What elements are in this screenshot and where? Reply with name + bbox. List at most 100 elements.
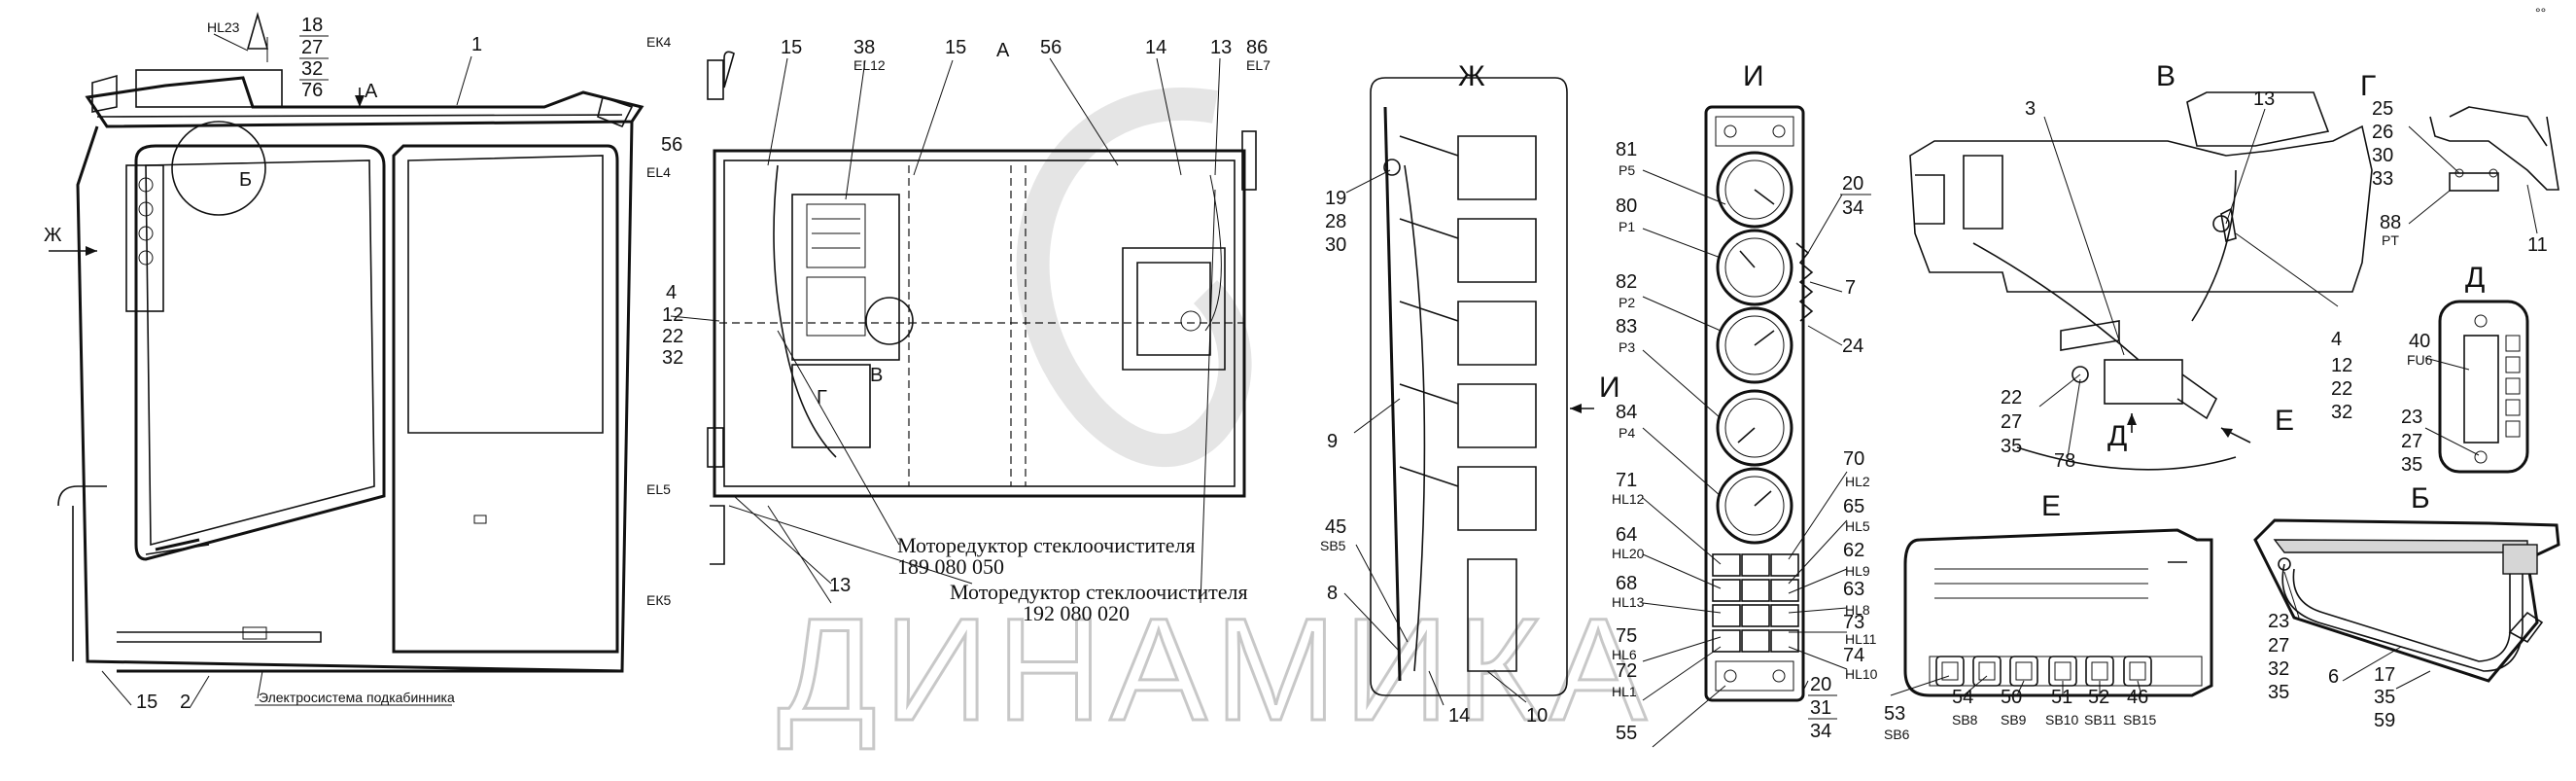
view-g-title: Г: [2360, 70, 2376, 102]
callout-20-right: 20: [1842, 173, 1863, 195]
callout-14-top: 14: [1145, 37, 1166, 58]
label-pt: PT: [2382, 232, 2399, 248]
callout-83: 83: [1616, 316, 1637, 337]
motor2-title: Моторедуктор стеклоочистителя: [950, 580, 1248, 604]
roof-beacon-housing: [135, 69, 283, 108]
callout-35-b2: 35: [2374, 687, 2395, 708]
gauge-p3: [1716, 389, 1793, 467]
callout-22: 22: [662, 326, 683, 347]
callout-30-g: 30: [2372, 145, 2393, 166]
callout-84: 84: [1616, 402, 1637, 423]
callout-18: 18: [301, 15, 323, 36]
switch-sb6: [1935, 656, 1965, 687]
callout-25: 25: [2372, 98, 2393, 120]
callout-80: 80: [1616, 195, 1637, 217]
callout-22-v: 22: [2331, 378, 2352, 400]
section-g-label: Г: [817, 387, 827, 408]
cab-side-view: [49, 12, 644, 709]
callout-64: 64: [1616, 524, 1637, 546]
callout-82: 82: [1616, 271, 1637, 293]
label-ek4: ЕК4: [646, 34, 671, 50]
label-sb9: SB9: [2001, 712, 2027, 728]
instrument-panel: [1704, 105, 1805, 702]
callout-76: 76: [301, 80, 323, 101]
callout-54: 54: [1952, 687, 1973, 708]
watermark-text: ДИНАМИКА: [778, 587, 1654, 751]
switch-sb15: [2123, 656, 2152, 687]
callout-27-v: 27: [2001, 411, 2022, 433]
watermark: ДИНАМИКА: [777, 88, 1654, 753]
callout-75: 75: [1616, 625, 1637, 647]
callout-14-zh: 14: [1448, 705, 1470, 727]
callout-53: 53: [1884, 703, 1905, 725]
callout-32b: 32: [662, 347, 683, 369]
callout-12-v: 12: [2331, 355, 2352, 376]
callout-4: 4: [666, 282, 677, 303]
callout-86: 86: [1246, 37, 1268, 58]
callout-32: 32: [301, 58, 323, 80]
label-hl10: HL10: [1845, 666, 1878, 682]
label-hl13: HL13: [1612, 594, 1645, 610]
gauge-p1: [1716, 229, 1793, 306]
view-d-title: Д: [2465, 262, 2485, 294]
callout-59: 59: [2374, 710, 2395, 731]
label-hl8: HL8: [1845, 602, 1870, 618]
callout-1: 1: [471, 34, 482, 55]
callout-52: 52: [2088, 687, 2109, 708]
subcab-wiring-note: Электросистема подкабинника: [259, 690, 455, 705]
label-fu6: FU6: [2407, 352, 2433, 368]
view-v-title: В: [2156, 60, 2176, 92]
view-b: [2253, 518, 2560, 690]
arrow-a-label: А: [365, 81, 378, 102]
callout-13-bottom: 13: [829, 575, 851, 596]
callout-35-v: 35: [2001, 436, 2022, 457]
relay-box: [2104, 359, 2183, 405]
label-el5: EL5: [646, 481, 671, 497]
callout-8: 8: [1327, 583, 1338, 604]
callout-19: 19: [1325, 188, 1346, 209]
callout-27-b: 27: [2268, 635, 2289, 657]
callout-62: 62: [1843, 540, 1864, 561]
label-p5: P5: [1619, 162, 1635, 178]
gauge-p4: [1716, 467, 1793, 545]
callout-9: 9: [1327, 431, 1338, 452]
callout-27-d: 27: [2401, 431, 2422, 452]
label-hl20: HL20: [1612, 546, 1645, 561]
callout-10: 10: [1526, 705, 1548, 727]
callout-40: 40: [2409, 331, 2430, 352]
callout-71: 71: [1616, 470, 1637, 491]
callout-56-top: 56: [1040, 37, 1062, 58]
label-sb10: SB10: [2045, 712, 2078, 728]
section-a-label: А: [996, 40, 1010, 61]
cab-door: [392, 144, 619, 654]
motor1-number: 189 080 050: [897, 554, 1004, 579]
view-b-title: Б: [2411, 482, 2430, 515]
callout-32-v: 32: [2331, 402, 2352, 423]
section-v-label: В: [870, 365, 883, 386]
view-d: [2424, 300, 2529, 474]
callout-13-v: 13: [2253, 89, 2275, 110]
callout-55: 55: [1616, 723, 1637, 744]
indicator-lamp-grid: [1712, 553, 1799, 653]
label-p2: P2: [1619, 295, 1635, 310]
callout-51: 51: [2051, 687, 2072, 708]
callout-45: 45: [1325, 516, 1346, 538]
callout-17: 17: [2374, 664, 2395, 686]
switch-sb8: [1972, 656, 2002, 687]
callout-70: 70: [1843, 448, 1864, 470]
callout-34-right: 34: [1842, 197, 1863, 219]
view-zh-title: Ж: [1458, 60, 1485, 92]
label-sb5: SB5: [1320, 538, 1346, 553]
callout-3: 3: [2025, 98, 2036, 120]
callout-65: 65: [1843, 496, 1864, 517]
callout-81: 81: [1616, 139, 1637, 160]
callout-78: 78: [2054, 450, 2075, 472]
view-zh: [1343, 77, 1594, 706]
switch-panel: [125, 164, 164, 312]
roof-plan-view: [670, 51, 1257, 604]
front-window: [134, 144, 386, 561]
callout-28: 28: [1325, 211, 1346, 232]
callout-30: 30: [1325, 234, 1346, 256]
callout-72: 72: [1616, 660, 1637, 682]
